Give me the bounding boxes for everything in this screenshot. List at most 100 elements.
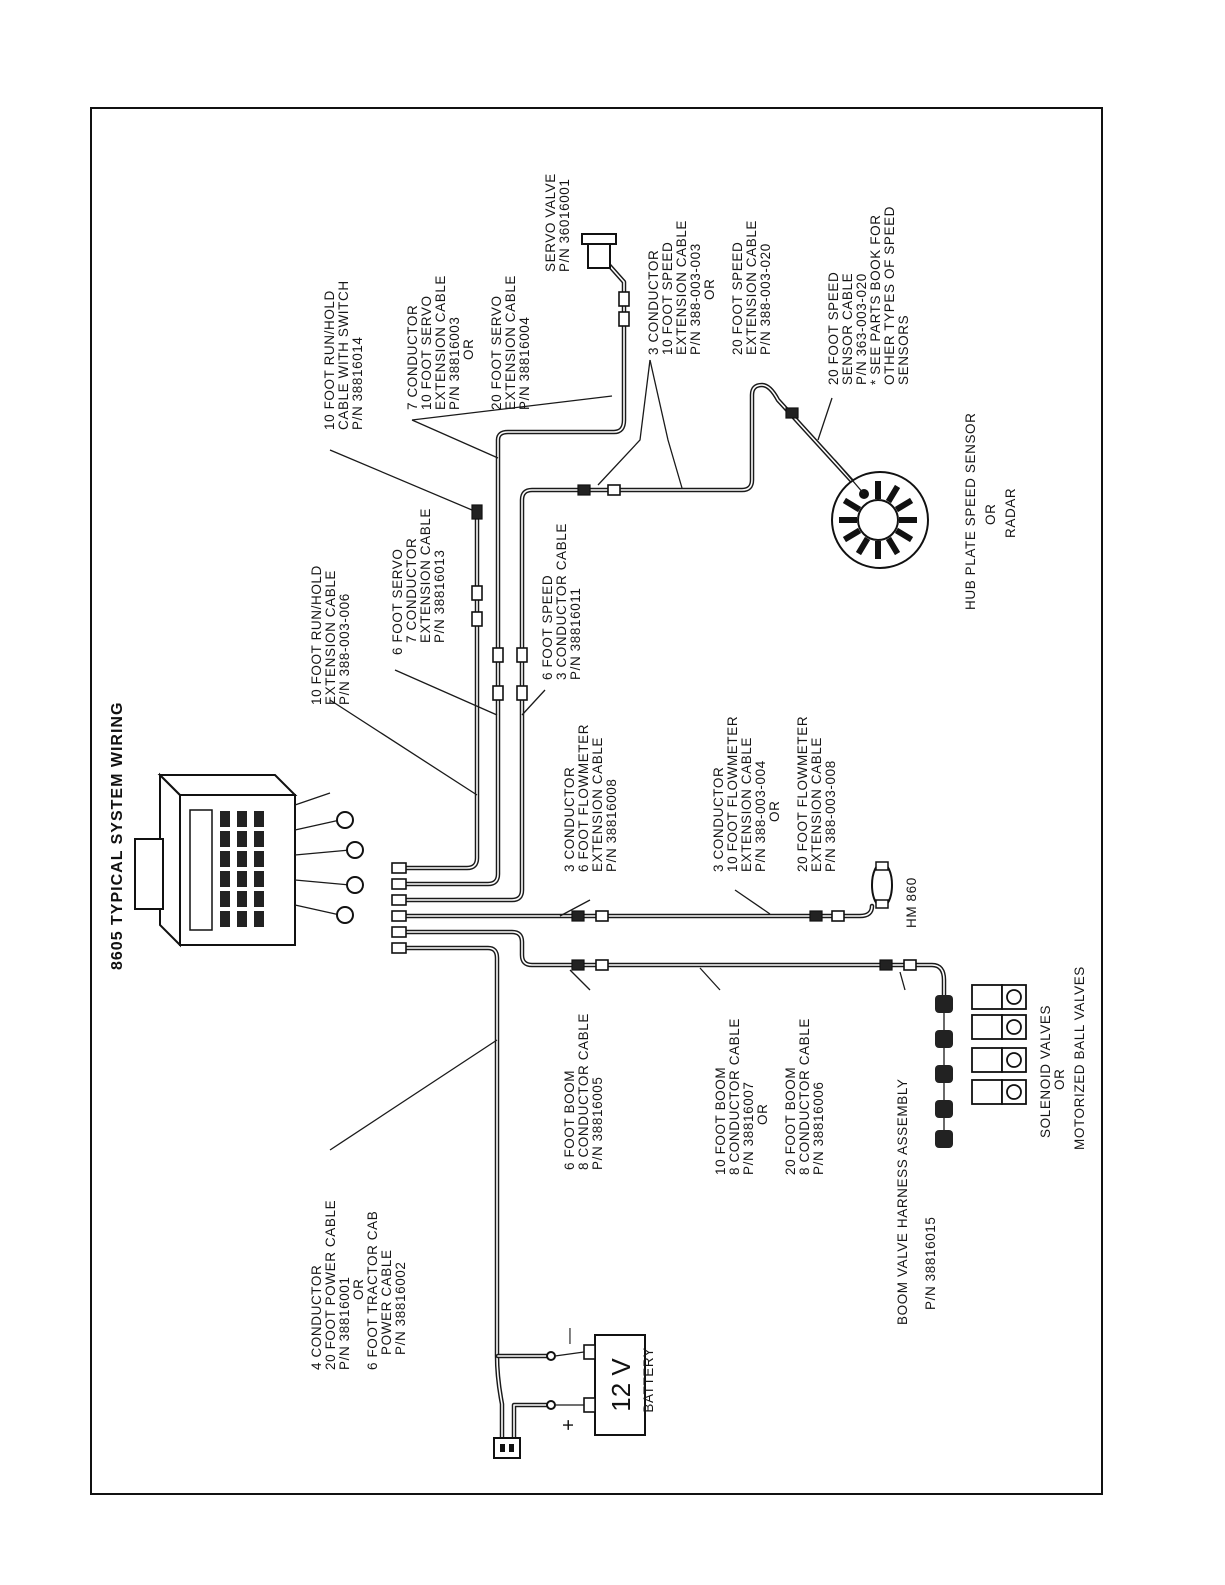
runhold-sw-line-2: CABLE WITH SWITCH (336, 280, 351, 430)
servo10-line-4: P/N 38816003 (447, 316, 462, 410)
connectors (391, 291, 917, 971)
speed-cable-wire (399, 382, 863, 903)
label-speed-sensor-cable: 20 FOOT SPEED SENSOR CABLE P/N 363-003-0… (826, 206, 911, 385)
servo10-line-8: P/N 38816004 (517, 316, 532, 410)
label-boom-6ft: 6 FOOT BOOM 8 CONDUCTOR CABLE P/N 388160… (562, 1013, 605, 1170)
power-cable-line-5: 6 FOOT TRACTOR CAB (365, 1211, 380, 1370)
boom-6ft-line-2: 8 CONDUCTOR CABLE (576, 1013, 591, 1170)
valves-line-3: MOTORIZED BALL VALVES (1072, 966, 1087, 1150)
servo6-line-2: 7 CONDUCTOR (404, 538, 419, 643)
battery-positive-lead (511, 1402, 552, 1441)
servo6-line-3: EXTENSION CABLE (418, 508, 433, 643)
plug-boom (391, 926, 407, 938)
hub-line-2: OR (983, 504, 998, 525)
speed10-line-2: 10 FOOT SPEED (660, 242, 675, 355)
speed10-line-8: P/N 388-003-020 (758, 243, 773, 355)
controller-console (134, 772, 364, 948)
valves-line-1: SOLENOID VALVES (1038, 1005, 1053, 1138)
flowmeter-cable-wire (399, 903, 875, 919)
flow10-line-5: OR (767, 801, 782, 822)
plug-runhold (391, 862, 407, 874)
label-speed-10-20ft: 3 CONDUCTOR 10 FOOT SPEED EXTENSION CABL… (646, 220, 773, 355)
sensor-line-1: 20 FOOT SPEED (826, 272, 841, 385)
plug-power (391, 942, 407, 954)
label-speed-6ft: 6 FOOT SPEED 3 CONDUCTOR CABLE P/N 38816… (540, 523, 583, 680)
label-servo-valve: SERVO VALVE P/N 36016001 (543, 173, 572, 272)
flow10-line-2: 10 FOOT FLOWMETER (725, 716, 740, 872)
label-valves: SOLENOID VALVES OR MOTORIZED BALL VALVES (1038, 966, 1087, 1150)
servo-valve (581, 233, 617, 269)
servo-valve-line-2: P/N 36016001 (557, 178, 572, 272)
battery-body (594, 1334, 646, 1436)
battery-minus: — (561, 1328, 578, 1344)
flow6-line-2: 6 FOOT FLOWMETER (576, 724, 591, 872)
plug-flowmeter (391, 910, 407, 922)
wires (399, 261, 947, 1441)
diagram-frame (90, 107, 1103, 1495)
boom-10-line-4: OR (755, 1104, 770, 1125)
label-servo-6ft: 6 FOOT SERVO 7 CONDUCTOR EXTENSION CABLE… (390, 508, 447, 655)
speed10-line-5: OR (702, 279, 717, 300)
label-flowmeter-10-20ft: 3 CONDUCTOR 10 FOOT FLOWMETER EXTENSION … (711, 716, 838, 872)
sensor-line-5: OTHER TYPES OF SPEED (882, 206, 897, 385)
speed10-line-3: EXTENSION CABLE (674, 220, 689, 355)
boom-6ft-line-1: 6 FOOT BOOM (562, 1070, 577, 1170)
plug-speed (391, 894, 407, 906)
servo10-line-6: 20 FOOT SERVO (489, 295, 504, 410)
power-cable-line-7: P/N 38816002 (393, 1261, 408, 1355)
plug-servo (391, 878, 407, 890)
label-boom-harness: BOOM VALVE HARNESS ASSEMBLY P/N 38816015 (895, 1078, 938, 1325)
boom-6ft-line-3: P/N 38816005 (590, 1076, 605, 1170)
sensor-line-4: * SEE PARTS BOOK FOR (868, 214, 883, 385)
label-flowmeter-6ft: 3 CONDUCTOR 6 FOOT FLOWMETER EXTENSION C… (562, 724, 619, 872)
servo-valve-line-1: SERVO VALVE (543, 173, 558, 272)
boom-10-line-3: P/N 38816007 (741, 1081, 756, 1175)
speed10-line-1: 3 CONDUCTOR (646, 250, 661, 355)
hub-speed-sensor (831, 459, 929, 569)
flow10-line-8: P/N 388-003-008 (823, 760, 838, 872)
servo10-line-5: OR (461, 339, 476, 360)
servo10-line-1: 7 CONDUCTOR (405, 305, 420, 410)
power-cable-wire (399, 945, 505, 1441)
speed10-line-7: EXTENSION CABLE (744, 220, 759, 355)
runhold-sw-line-1: 10 FOOT RUN/HOLD (322, 290, 337, 430)
power-cable-line-1: 4 CONDUCTOR (309, 1265, 324, 1370)
label-boom-10-20ft: 10 FOOT BOOM 8 CONDUCTOR CABLE P/N 38816… (713, 1018, 826, 1175)
runhold-sw-line-3: P/N 38816014 (350, 336, 365, 430)
flowmeter (871, 861, 893, 909)
leader-lines (329, 359, 906, 1151)
boom-10-line-5: 20 FOOT BOOM (783, 1067, 798, 1175)
sensor-line-2: SENSOR CABLE (840, 273, 855, 385)
speed6-line-3: P/N 38816011 (568, 587, 583, 680)
hub-line-3: RADAR (1003, 488, 1018, 538)
flow10-line-7: EXTENSION CABLE (809, 737, 824, 872)
flow6-line-1: 3 CONDUCTOR (562, 767, 577, 872)
power-cable-line-3: P/N 38816001 (337, 1276, 352, 1370)
label-runhold-switch: 10 FOOT RUN/HOLD CABLE WITH SWITCH P/N 3… (322, 280, 365, 430)
runhold-ext-line-3: P/N 388-003-006 (337, 593, 352, 705)
sensor-line-3: P/N 363-003-020 (854, 273, 869, 385)
flow10-line-4: P/N 388-003-004 (753, 760, 768, 872)
sensor-line-6: SENSORS (896, 315, 911, 385)
label-runhold-ext: 10 FOOT RUN/HOLD EXTENSION CABLE P/N 388… (309, 565, 352, 705)
hub-line-1: HUB PLATE SPEED SENSOR (963, 413, 978, 611)
battery-voltage: 12 V (606, 1358, 636, 1412)
battery-plus: + (558, 1419, 580, 1431)
label-power-cable: 4 CONDUCTOR 20 FOOT POWER CABLE P/N 3881… (309, 1200, 408, 1370)
runhold-ext-line-2: EXTENSION CABLE (323, 570, 338, 705)
servo10-line-3: EXTENSION CABLE (433, 275, 448, 410)
boom-harness-line-1: BOOM VALVE HARNESS ASSEMBLY (895, 1078, 910, 1325)
label-hub-sensor: HUB PLATE SPEED SENSOR OR RADAR (963, 413, 1018, 611)
flow6-line-3: EXTENSION CABLE (590, 737, 605, 872)
battery: 12 V BATTERY + — (493, 1328, 656, 1459)
boom-10-line-6: 8 CONDUCTOR CABLE (797, 1018, 812, 1175)
battery-label: BATTERY (641, 1347, 656, 1412)
flow10-line-6: 20 FOOT FLOWMETER (795, 716, 810, 872)
flow10-line-3: EXTENSION CABLE (739, 737, 754, 872)
power-cable-line-4: OR (351, 1279, 366, 1300)
power-cable-line-6: POWER CABLE (379, 1249, 394, 1355)
speed10-line-6: 20 FOOT SPEED (730, 242, 745, 355)
boom-cable-wire (399, 929, 947, 1003)
speed6-line-1: 6 FOOT SPEED (540, 575, 555, 680)
flow6-line-4: P/N 38816008 (604, 778, 619, 872)
